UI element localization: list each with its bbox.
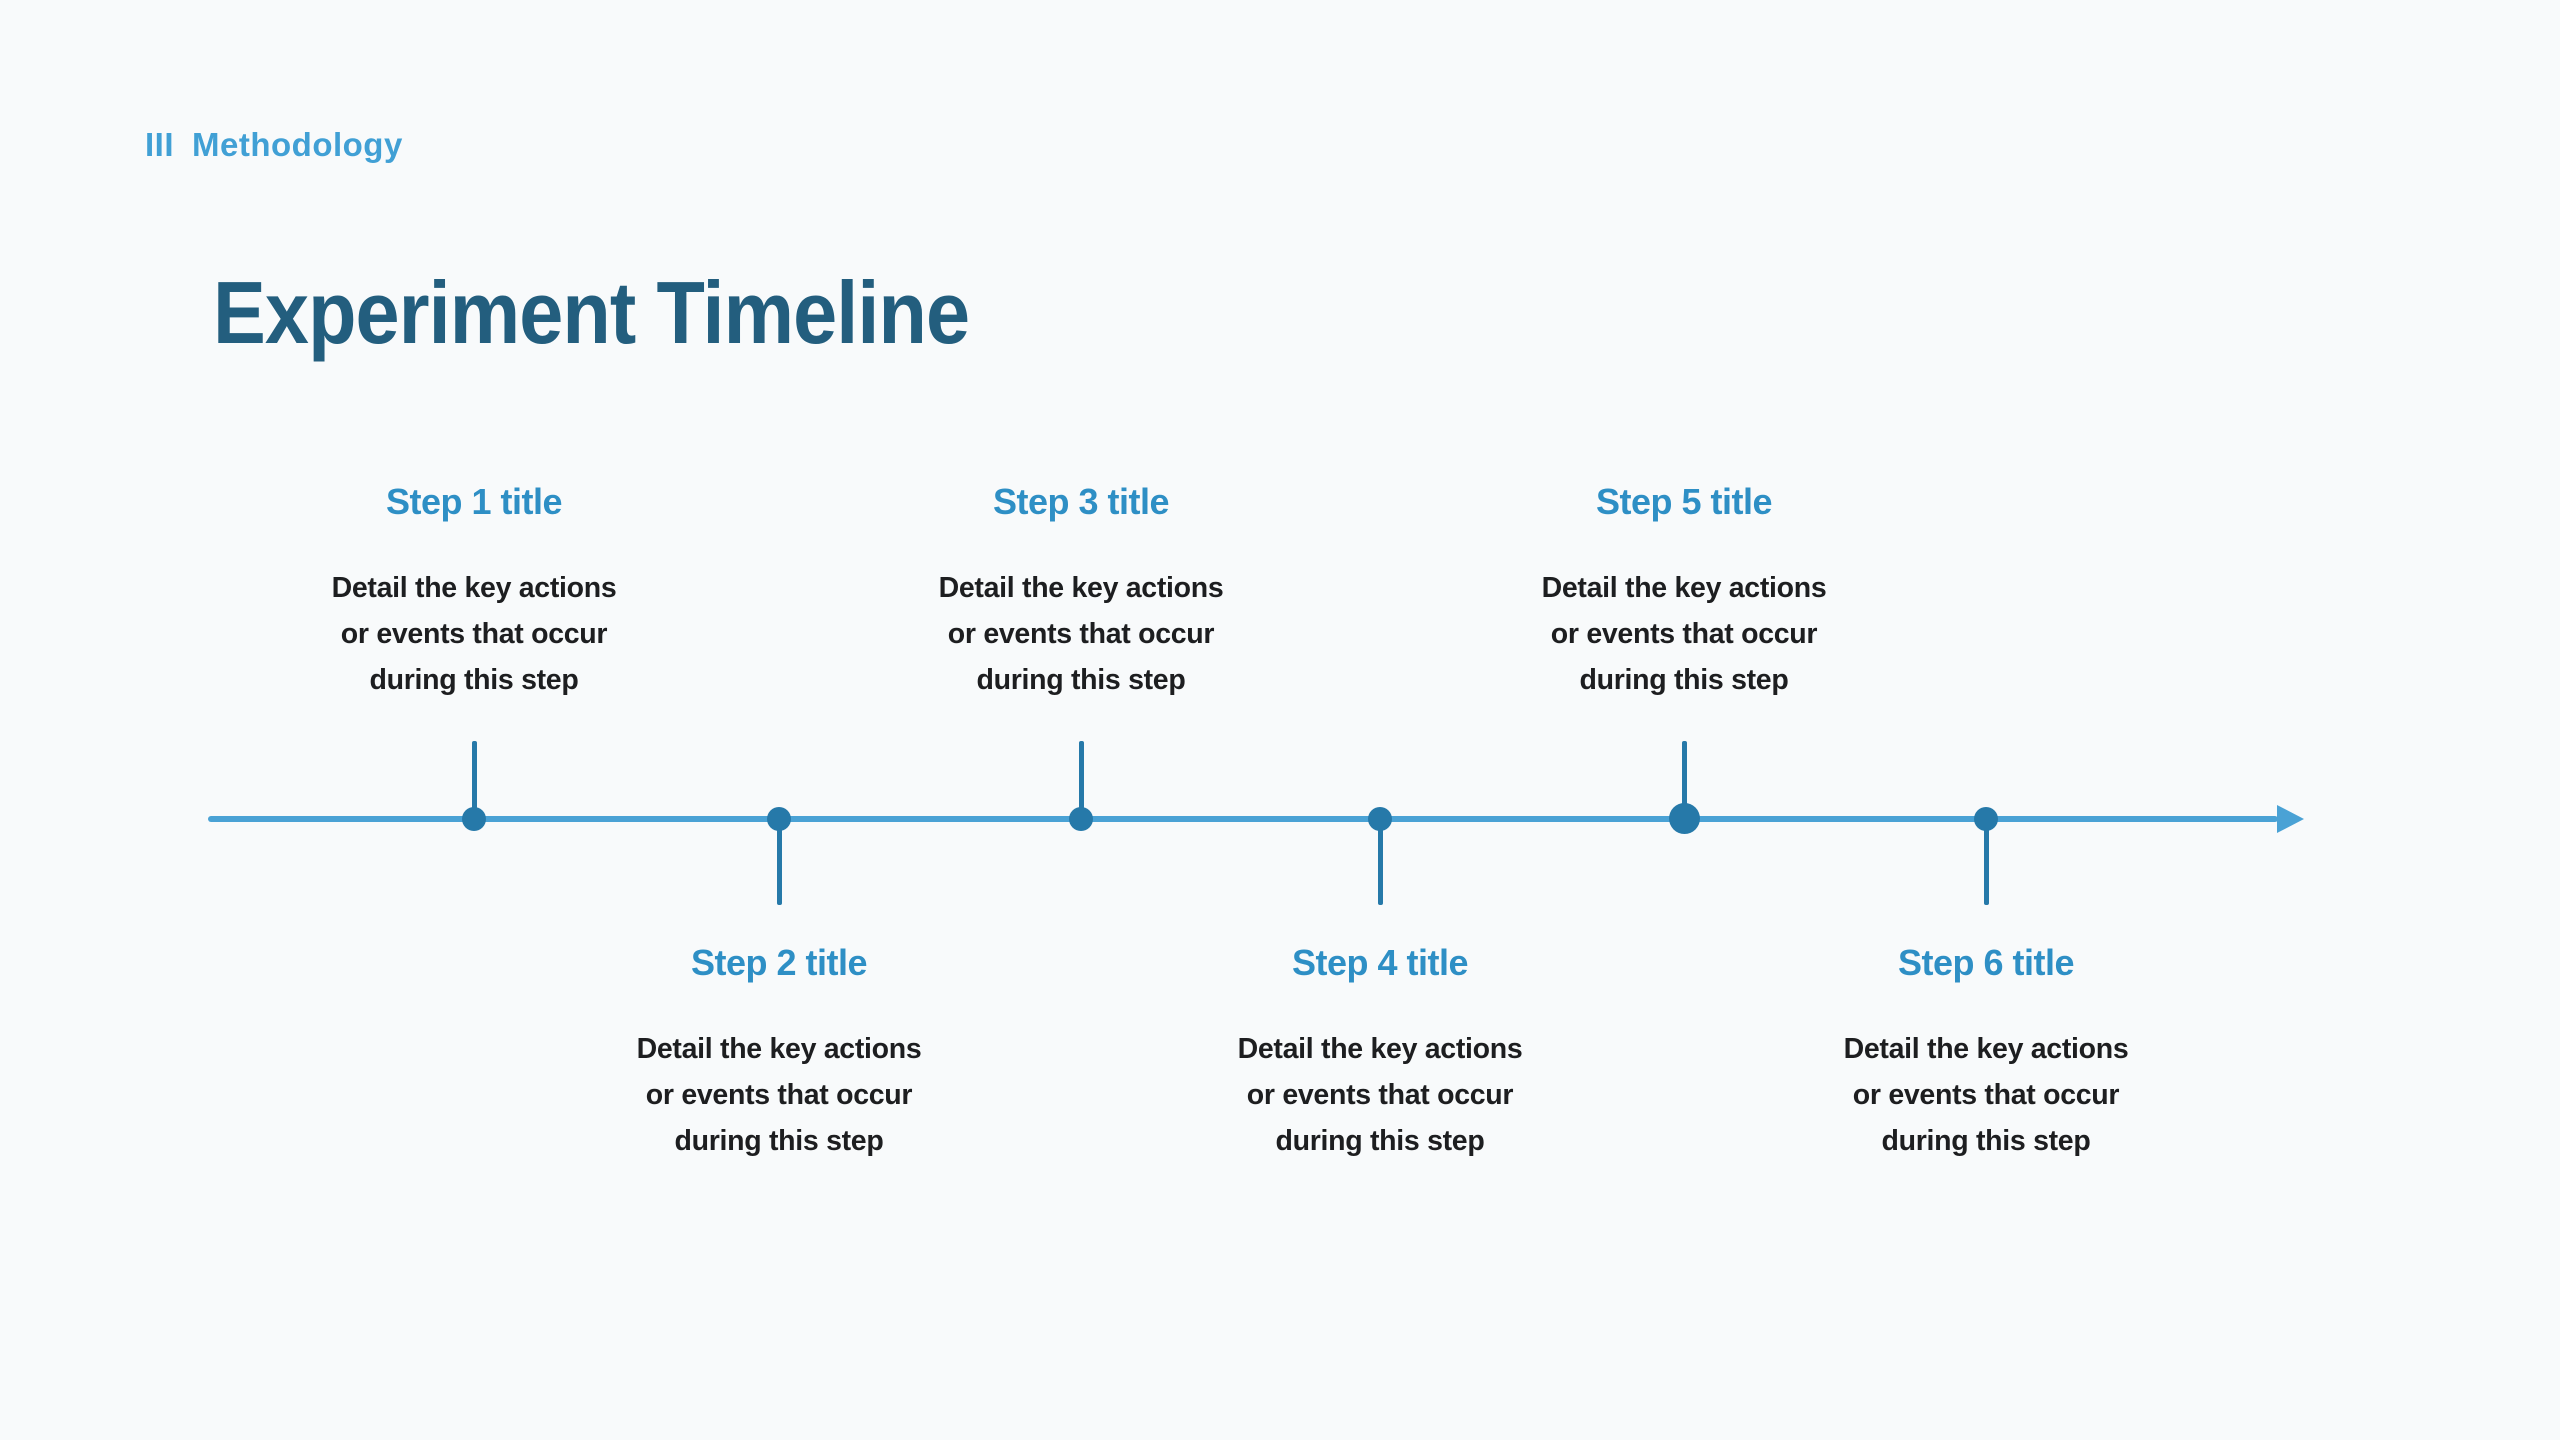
timeline-axis-line: [208, 816, 2278, 822]
step-title: Step 2 title: [690, 942, 868, 983]
step-title: Step 5 title: [1595, 481, 1773, 522]
step-connector-line: [1983, 821, 1989, 905]
step-marker-dot: [1668, 803, 1700, 834]
step-description: Detail the key actions or events that oc…: [1541, 572, 1827, 696]
step-marker-dot: [1069, 807, 1093, 831]
step-marker-dot: [767, 807, 791, 831]
step-marker-dot: [1368, 807, 1392, 831]
step-text-block: Step 2 title Detail the key actions or e…: [549, 942, 1009, 1164]
step-title: Step 4 title: [1291, 942, 1469, 983]
step-text-block: Step 3 title Detail the key actions or e…: [851, 481, 1311, 703]
step-description: Detail the key actions or events that oc…: [1843, 1033, 2129, 1157]
step-title: Step 3 title: [992, 481, 1170, 522]
step-connector-line: [1078, 741, 1084, 819]
section-numeral: III: [145, 126, 175, 163]
step-connector-line: [776, 821, 782, 905]
step-marker-dot: [1974, 807, 1998, 831]
step-connector-line: [1681, 741, 1687, 819]
section-label: Methodology: [192, 126, 403, 163]
step-description: Detail the key actions or events that oc…: [331, 572, 617, 696]
step-connector-line: [1377, 821, 1383, 905]
step-title: Step 1 title: [385, 481, 563, 522]
section-kicker: III Methodology: [145, 126, 403, 164]
slide-title: Experiment Timeline: [213, 263, 970, 362]
step-marker-dot: [462, 807, 486, 831]
step-connector-line: [471, 741, 477, 819]
step-text-block: Step 4 title Detail the key actions or e…: [1150, 942, 1610, 1164]
step-description: Detail the key actions or events that oc…: [636, 1033, 922, 1157]
step-description: Detail the key actions or events that oc…: [938, 572, 1224, 696]
step-description: Detail the key actions or events that oc…: [1237, 1033, 1523, 1157]
step-text-block: Step 6 title Detail the key actions or e…: [1756, 942, 2216, 1164]
step-text-block: Step 1 title Detail the key actions or e…: [244, 481, 704, 703]
timeline-arrowhead-icon: [2277, 805, 2304, 833]
step-title: Step 6 title: [1897, 942, 2075, 983]
step-text-block: Step 5 title Detail the key actions or e…: [1454, 481, 1914, 703]
